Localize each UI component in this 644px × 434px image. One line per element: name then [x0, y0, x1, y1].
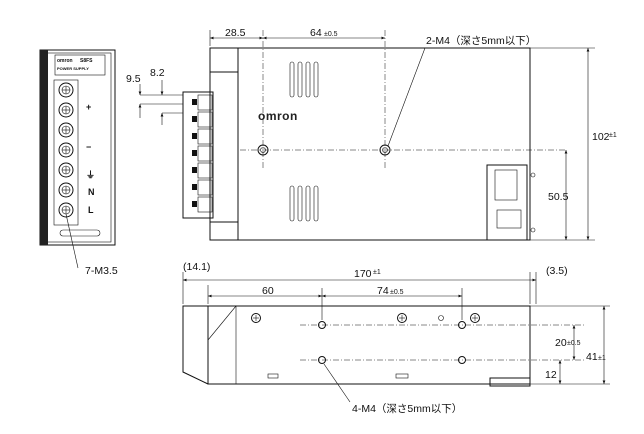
terminal-symbol-n: N	[88, 187, 95, 197]
vent-slot	[313, 61, 319, 98]
dim-9-5: 9.5	[126, 73, 141, 85]
side-slot-1	[267, 373, 279, 379]
top-terminal-segment	[192, 111, 213, 128]
top-terminal-segment	[192, 162, 213, 179]
front-model-text: S8FS	[80, 58, 93, 64]
vent-slot	[305, 185, 311, 222]
top-terminal-segment	[192, 94, 213, 111]
side-hole-label: 4-M4（深さ5mm以下）	[352, 403, 462, 415]
dim-74: 74	[377, 285, 389, 297]
vent-slot	[289, 185, 295, 222]
side-screw-mid	[397, 313, 407, 323]
top-din-clip	[486, 164, 528, 241]
terminal-screw	[58, 82, 74, 98]
terminal-screw-group	[58, 82, 74, 218]
dim-102-tol: ±1	[609, 132, 617, 139]
front-brand-text: omron	[57, 58, 73, 64]
top-din-clip-lower	[496, 209, 522, 229]
side-terminal-cover	[182, 305, 209, 385]
side-small-hole	[438, 315, 444, 321]
dim-64-tol: ±0.5	[324, 31, 338, 38]
front-vent-slot	[59, 229, 101, 237]
terminal-symbol-ground: ⏚	[86, 170, 95, 180]
top-terminal-cover	[209, 71, 239, 223]
top-hole-leader	[387, 47, 426, 147]
terminal-symbol-minus: −	[86, 142, 91, 152]
dim-41: 41	[586, 351, 598, 363]
vent-slot	[289, 61, 295, 98]
vent-slot	[297, 185, 303, 222]
front-side-band	[40, 50, 48, 245]
terminal-label: 7-M3.5	[85, 265, 118, 277]
side-screw-left	[251, 313, 261, 323]
terminal-block	[53, 79, 79, 226]
terminal-screw	[58, 142, 74, 158]
top-clip-pin-lower	[530, 227, 536, 233]
top-terminal-segment	[192, 128, 213, 145]
dim-50-5: 50.5	[548, 191, 569, 203]
dim-41-tol: ±1	[598, 355, 606, 362]
top-vents-upper	[289, 61, 319, 98]
dim-74-tol: ±0.5	[390, 289, 404, 296]
top-body-outline	[209, 47, 531, 241]
top-clip-pin-upper	[530, 172, 536, 178]
side-cover-diagonal	[207, 305, 237, 341]
top-terminal-block	[182, 91, 214, 219]
top-vents-lower	[289, 185, 319, 222]
top-hole-label: 2-M4（深さ5mm以下）	[426, 35, 536, 47]
top-view: omron 28.5 64 ±0.5 2-M4（深さ5mm以下） 9.5	[126, 27, 617, 241]
dim-3-5: (3.5)	[546, 265, 568, 277]
front-label-plate	[54, 54, 106, 76]
terminal-symbol-plus: +	[86, 102, 91, 112]
terminal-screw	[58, 122, 74, 138]
side-screw-right	[470, 313, 480, 323]
terminal-screw	[58, 162, 74, 178]
dim-8-2: 8.2	[150, 67, 165, 79]
front-body-outline	[39, 49, 116, 246]
vent-slot	[305, 61, 311, 98]
dim-60: 60	[262, 285, 274, 297]
front-view: omron S8FS POWER SUPPLY + − ⏚ N L 7-M3.5	[39, 49, 118, 277]
top-terminal-segment	[192, 145, 213, 162]
terminal-symbol-l: L	[88, 205, 94, 215]
top-din-clip-inner	[494, 169, 518, 201]
dim-28-5: 28.5	[225, 27, 246, 39]
top-terminal-segment	[192, 196, 213, 213]
dim-20-tol: ±0.5	[567, 340, 581, 347]
top-terminal-segment	[192, 179, 213, 196]
terminal-screw	[58, 102, 74, 118]
dim-20: 20	[555, 337, 567, 349]
vent-slot	[313, 185, 319, 222]
side-din-rail-clip	[489, 377, 531, 387]
side-slot-2	[395, 373, 409, 379]
terminal-screw	[58, 182, 74, 198]
front-subtitle-text: POWER SUPPLY	[57, 66, 89, 71]
dim-170: 170	[354, 268, 372, 280]
side-body-outline	[207, 305, 531, 385]
dim-12: 12	[545, 369, 557, 381]
top-brand-text: omron	[258, 109, 298, 123]
dim-102: 102	[592, 131, 610, 143]
vent-slot	[297, 61, 303, 98]
side-view: (14.1) 170 ±1 (3.5) 60 74 ±0.5 41 ±1 20 …	[182, 261, 610, 415]
top-terminal-screws	[192, 94, 213, 213]
dim-170-tol: ±1	[373, 269, 381, 276]
dim-64: 64	[310, 27, 322, 39]
terminal-leader-line	[65, 213, 79, 269]
dim-14-1: (14.1)	[183, 261, 210, 273]
side-hole-leader	[323, 363, 351, 403]
